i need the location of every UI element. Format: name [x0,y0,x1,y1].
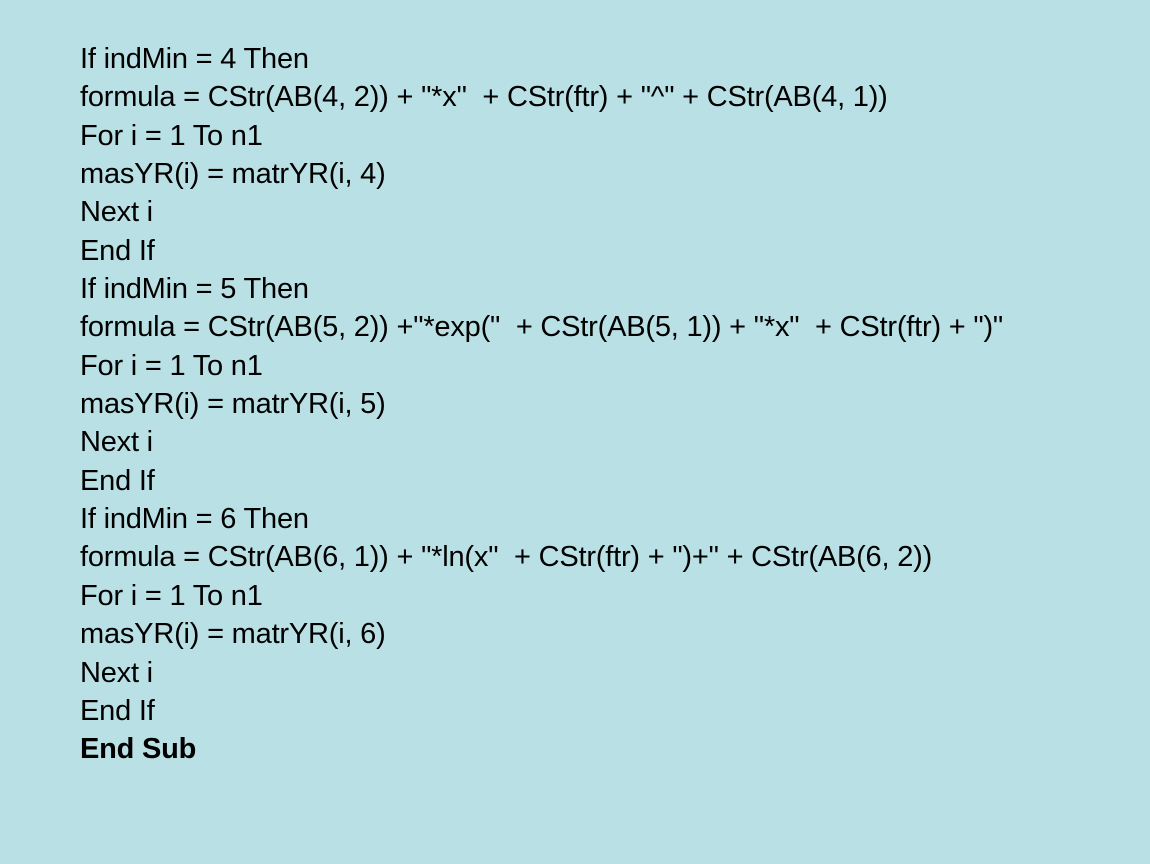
code-line: Next i [80,426,153,459]
code-line: If indMin = 4 Then [80,43,309,75]
code-line: For i = 1 To n1 [80,349,263,382]
code-line: formula = CStr(AB(5, 2)) +"*exp(" + CStr… [80,311,1004,344]
code-line: formula = CStr(AB(6, 1)) + "*ln(x" + CSt… [80,541,933,574]
code-line: masYR(i) = matrYR(i, 5) [80,388,386,421]
code-line: formula = CStr(AB(4, 2)) + "*x" + CStr(f… [80,81,888,114]
code-line: Next i [80,656,153,689]
code-line: Next i [80,196,153,229]
code-block: If indMin = 4 Then formula = CStr(AB(4, … [80,40,1140,769]
code-line: End If [80,694,155,727]
code-line: masYR(i) = matrYR(i, 6) [80,618,386,651]
code-line: For i = 1 To n1 [80,119,263,152]
code-line: masYR(i) = matrYR(i, 4) [80,158,386,191]
code-line: End If [80,234,155,267]
code-line: If indMin = 5 Then [80,273,309,306]
code-line-end-sub: End Sub [80,733,197,766]
code-line: End If [80,464,155,497]
code-line: If indMin = 6 Then [80,503,309,536]
code-line: For i = 1 To n1 [80,579,263,612]
